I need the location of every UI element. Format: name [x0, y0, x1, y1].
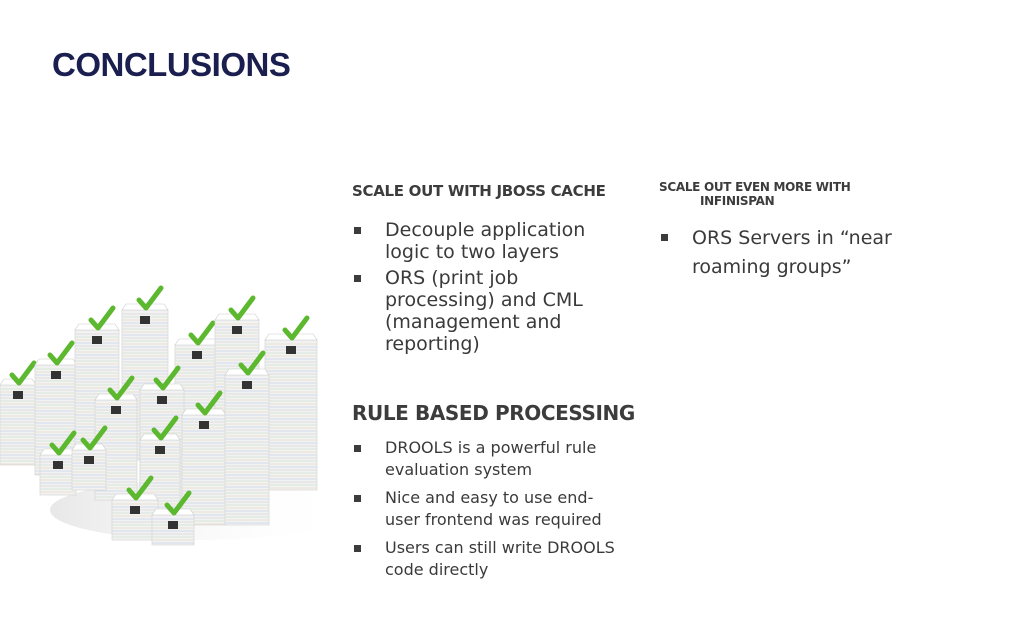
checkmark-icon: [80, 425, 108, 451]
bullet-icon: [354, 495, 361, 502]
infinispan-bullet-list: ORS Servers in “near roaming groups”: [659, 224, 959, 282]
slide-title: CONCLUSIONS: [52, 46, 291, 83]
checkmark-icon: [126, 475, 154, 501]
paper-stack: [71, 425, 108, 491]
paper-stack: [264, 315, 318, 491]
section-heading-jboss: SCALE OUT WITH JBOSS CACHE: [352, 182, 606, 200]
checkmark-icon: [88, 305, 116, 331]
rules-bullet-list: DROOLS is a powerful rule evaluation sys…: [352, 437, 622, 587]
bullet-icon: [354, 275, 361, 282]
checkmark-icon: [153, 365, 181, 391]
bullet-icon: [354, 227, 361, 234]
paper-stack: [151, 490, 195, 546]
list-item: ORS (print job processing) and CML (mana…: [352, 267, 612, 355]
bullet-icon: [661, 234, 668, 241]
paper-stack: [181, 390, 227, 526]
heading-line-2: INFINISPAN: [700, 194, 775, 208]
paper-stack: [0, 360, 37, 466]
paper-stack: [224, 350, 270, 526]
section-heading-infinispan: SCALE OUT EVEN MORE WITH INFINISPAN: [659, 180, 851, 208]
checkmark-icon: [9, 360, 37, 386]
jboss-bullet-list: Decouple application logic to two layers…: [352, 219, 612, 359]
checkmark-icon: [195, 390, 223, 416]
list-item: Nice and easy to use end-user frontend w…: [352, 487, 622, 531]
list-item: Users can still write DROOLS code direct…: [352, 537, 622, 581]
section-heading-rules: RULE BASED PROCESSING: [352, 401, 635, 425]
bullet-icon: [354, 445, 361, 452]
checkmark-icon: [282, 315, 310, 341]
checkmark-icon: [107, 375, 135, 401]
list-item: Decouple application logic to two layers: [352, 219, 612, 263]
checkmark-icon: [238, 350, 266, 376]
checkmark-icon: [164, 490, 192, 516]
bullet-icon: [354, 545, 361, 552]
list-item: DROOLS is a powerful rule evaluation sys…: [352, 437, 622, 481]
checkmark-icon: [188, 320, 216, 346]
checkmark-icon: [136, 285, 164, 311]
checkmark-icon: [151, 415, 179, 441]
paper-stacks-illustration: [0, 285, 345, 546]
paper-stack: [39, 430, 77, 496]
heading-line-1: SCALE OUT EVEN MORE WITH: [659, 180, 851, 194]
checkmark-icon: [228, 295, 256, 321]
list-item: ORS Servers in “near roaming groups”: [659, 224, 959, 282]
checkmark-icon: [49, 430, 77, 456]
checkmark-icon: [47, 340, 75, 366]
